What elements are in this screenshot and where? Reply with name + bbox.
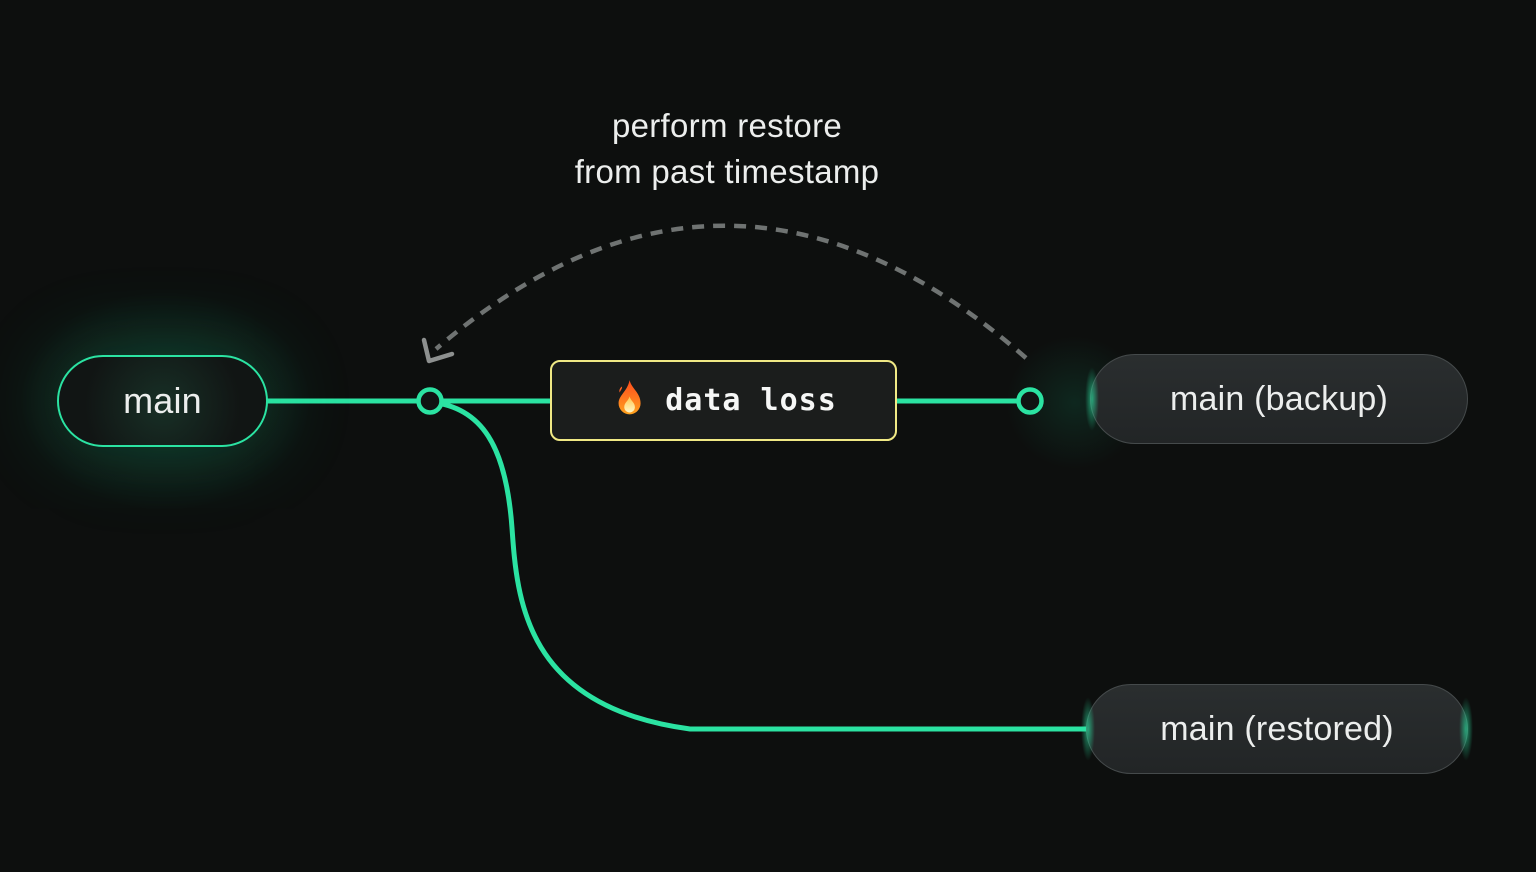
fire-icon — [618, 379, 641, 414]
node-main-restored-label: main (restored) — [1160, 709, 1394, 748]
branch-line-restored — [429, 399, 1090, 732]
restore-caption-line2: from past timestamp — [574, 153, 880, 190]
junction-dot-right — [1016, 387, 1044, 415]
node-main-backup: main (backup) — [1085, 354, 1468, 444]
data-loss-flag: data loss — [550, 360, 897, 441]
node-main-label: main — [123, 380, 202, 421]
restore-caption-line1: perform restore — [611, 107, 843, 144]
junction-dot-left — [416, 387, 444, 415]
node-main: main — [57, 355, 268, 447]
node-main-backup-label: main (backup) — [1169, 379, 1389, 418]
restore-arc-arrowhead-icon — [421, 337, 455, 364]
restore-caption: perform restore from past timestamp — [497, 103, 957, 195]
restore-arc — [434, 223, 1028, 360]
data-loss-label: data loss — [665, 383, 837, 418]
node-main-restored: main (restored) — [1081, 684, 1473, 774]
